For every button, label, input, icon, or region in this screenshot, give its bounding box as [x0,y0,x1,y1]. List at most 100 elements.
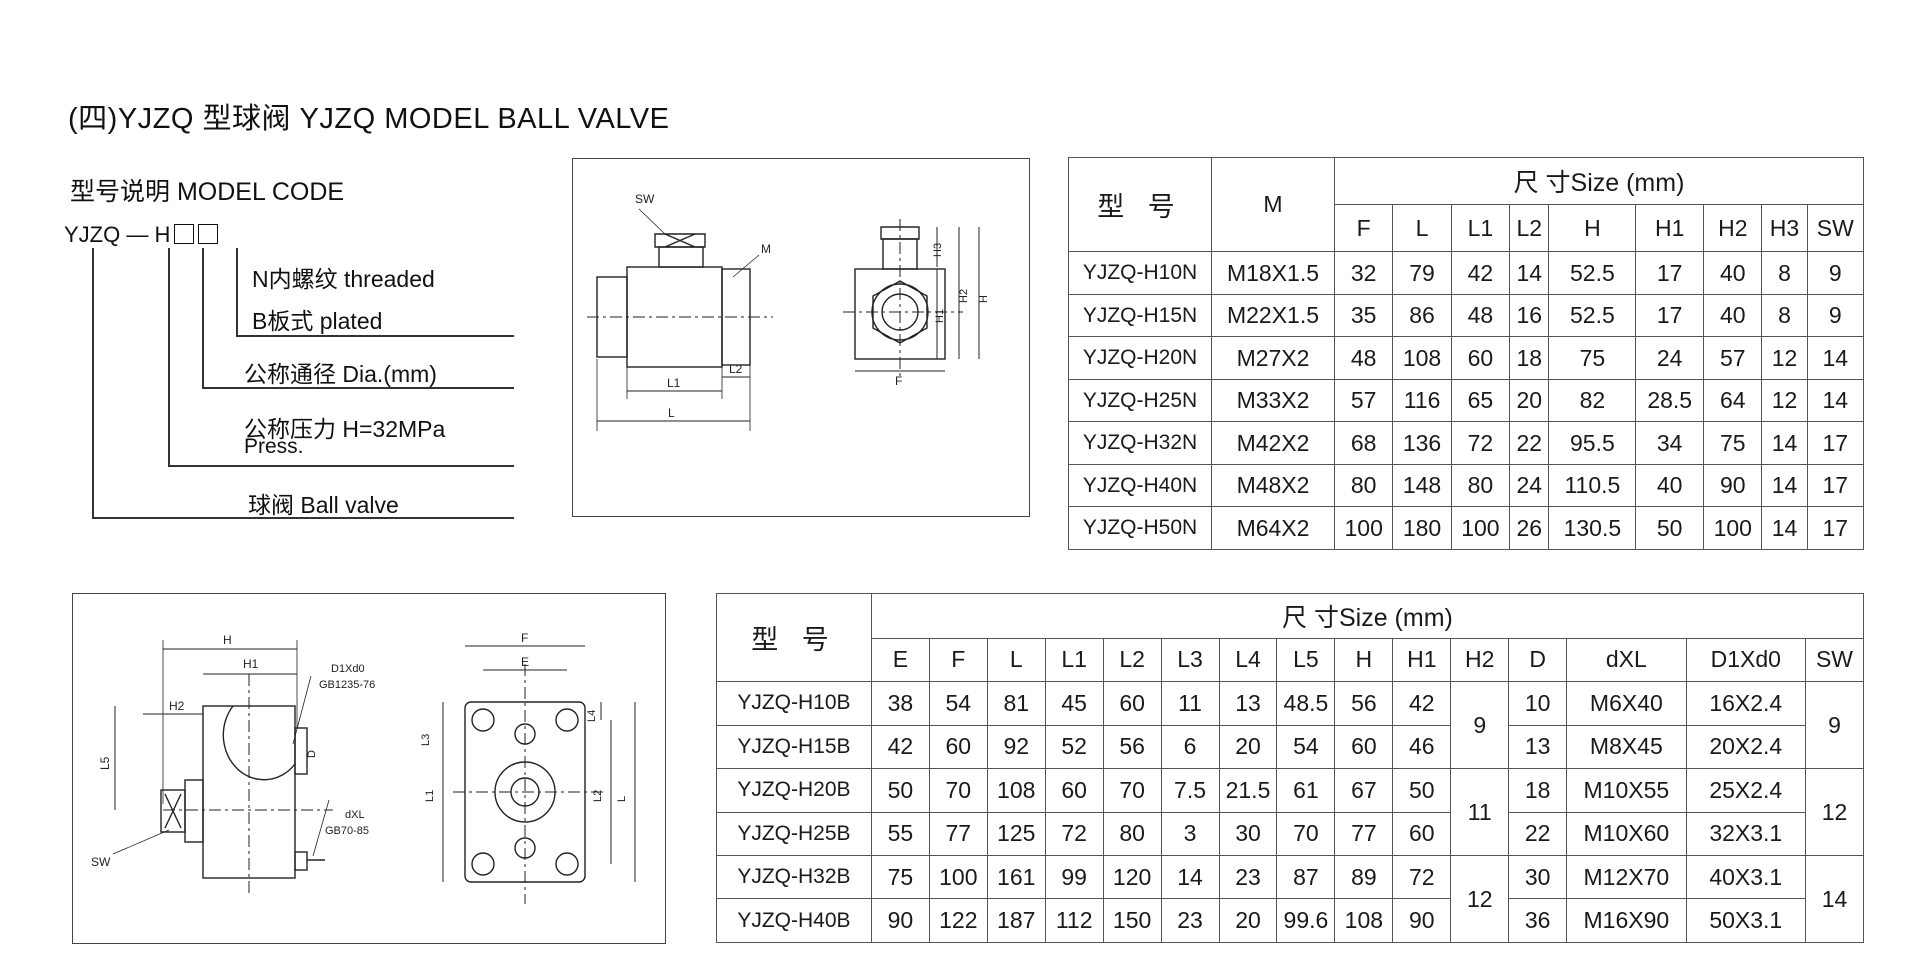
value-cell: 100 [928,855,988,900]
col-h1: H1 [1635,204,1705,253]
value-cell: 60 [1102,681,1162,726]
dia-box [174,224,195,244]
value-cell: 14 [1761,421,1808,465]
value-cell: 26 [1509,506,1550,550]
value-cell: 116 [1392,378,1452,423]
value-cell: M18X1.5 [1211,251,1335,295]
value-cell: 70 [1276,811,1336,857]
value-cell: 150 [1102,898,1162,943]
threaded-valve-drawing: SW M L1 L2 L F H3 H1 H2 H [572,158,1030,517]
value-cell: 108 [1392,336,1452,380]
value-cell: 11 [1160,681,1220,726]
value-cell: 68 [1333,421,1394,465]
value-cell: 72 [1044,811,1104,857]
value-cell: 20 [1509,378,1550,423]
dim2-dxl: dXL [345,809,365,821]
model-code-heading: 型号说明 MODEL CODE [70,178,345,206]
value-cell-sw: 12 [1804,768,1865,857]
value-cell: 42 [870,724,930,770]
dim-h2: H2 [958,289,970,303]
type-box [198,224,219,244]
value-cell: 60 [1044,768,1104,813]
value-cell: 8 [1761,293,1808,338]
value-cell: 64 [1703,378,1763,423]
dim2-l4: L4 [586,710,598,722]
value-cell: 48 [1333,336,1394,380]
value-cell: 125 [986,811,1046,857]
value-cell: 180 [1392,506,1452,550]
col-l: L [1392,204,1452,253]
value-cell: 60 [928,724,988,770]
leader-press [168,248,170,466]
b-col-f: F [928,637,988,683]
value-cell: 60 [1450,336,1511,380]
col-h3: H3 [1761,204,1808,253]
value-cell: 17 [1806,463,1865,508]
value-cell: 60 [1392,811,1452,857]
value-cell: 50X3.1 [1685,898,1806,943]
value-cell: 99 [1044,855,1104,900]
value-cell: 95.5 [1548,421,1637,465]
dim-l: L [668,406,675,420]
col-size: 尺 寸Size (mm) [1334,156,1864,206]
value-cell: 36 [1508,898,1568,943]
value-cell-sw: 9 [1804,681,1865,770]
value-cell: 52.5 [1548,251,1637,295]
value-cell: 17 [1635,251,1705,295]
value-cell: 57 [1333,378,1394,423]
value-cell: 9 [1806,251,1865,295]
value-cell: 77 [1334,811,1394,857]
value-cell: 56 [1334,681,1394,726]
dim2-l5: L5 [98,756,112,770]
value-cell: M42X2 [1211,421,1335,465]
value-cell: M64X2 [1211,506,1335,550]
b-col-l3: L3 [1160,637,1220,683]
value-cell: 23 [1160,898,1220,943]
value-cell: 21.5 [1218,768,1278,813]
code-item-press-en: Press. [244,435,304,458]
value-cell: M48X2 [1211,463,1335,508]
value-cell: 89 [1334,855,1394,900]
value-cell: 32X3.1 [1685,811,1806,857]
value-cell-h2: 11 [1450,768,1510,857]
value-cell: 50 [1392,768,1452,813]
dim-sw: SW [635,192,655,206]
dim2-d1xd0: D1Xd0 [331,663,365,675]
value-cell: 14 [1509,251,1550,295]
value-cell: 30 [1218,811,1278,857]
leader-type [236,248,238,336]
model-cell: YJZQ-H15N [1068,293,1212,338]
col-l2: L2 [1509,204,1550,253]
value-cell: M12X70 [1566,855,1687,900]
b-col-h: H [1334,637,1394,683]
value-cell: 90 [1392,898,1452,943]
value-cell: M33X2 [1211,378,1335,423]
value-cell: 79 [1392,251,1452,295]
value-cell: 23 [1218,855,1278,900]
value-cell: M10X55 [1566,768,1687,813]
value-cell: 38 [870,681,930,726]
value-cell: 77 [928,811,988,857]
value-cell: 14 [1761,463,1808,508]
value-cell-h2: 12 [1450,855,1510,943]
value-cell: 148 [1392,463,1452,508]
value-cell: 57 [1703,336,1763,380]
dim2-h: H [223,633,232,647]
dim-h1: H1 [934,309,946,323]
value-cell: 25X2.4 [1685,768,1806,813]
model-cell: YJZQ-H20N [1068,336,1212,380]
col-h2: H2 [1703,204,1763,253]
value-cell: 46 [1392,724,1452,770]
value-cell: 32 [1333,251,1394,295]
value-cell: 87 [1276,855,1336,900]
model-cell: YJZQ-H20B [716,768,872,813]
dim-f: F [895,374,902,388]
value-cell: 187 [986,898,1046,943]
value-cell: M6X40 [1566,681,1687,726]
model-cell: YJZQ-H10B [716,681,872,726]
value-cell: M16X90 [1566,898,1687,943]
